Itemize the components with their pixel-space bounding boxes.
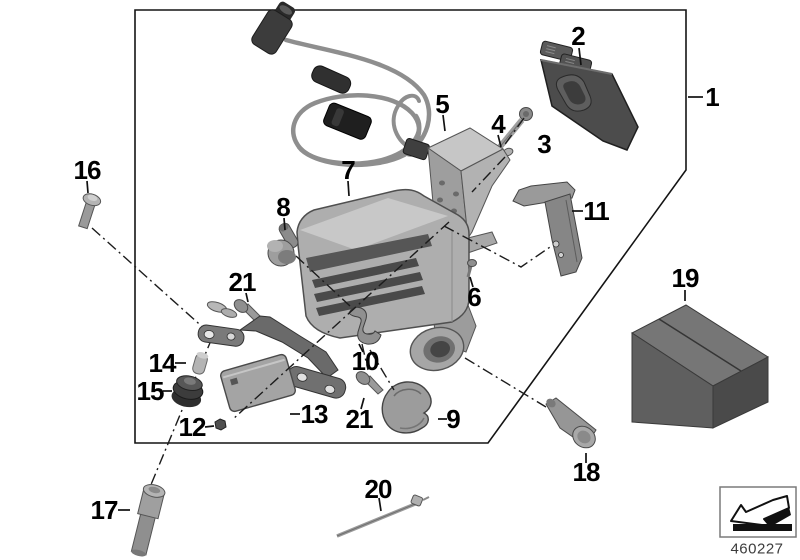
callout-12: 12 xyxy=(178,412,207,442)
callout-21-bottom: 21 xyxy=(345,404,374,434)
part-15-grommet xyxy=(171,375,204,408)
part-21-screw-bottom xyxy=(355,371,384,395)
callout-8: 8 xyxy=(276,192,291,222)
callout-5: 5 xyxy=(435,89,450,119)
callout-1: 1 xyxy=(705,82,720,112)
part-7-nav-prep-device xyxy=(296,188,477,372)
callout-2: 2 xyxy=(571,21,586,51)
cable-connector-large xyxy=(251,1,296,55)
callout-9: 9 xyxy=(446,404,461,434)
callout-18: 18 xyxy=(572,457,601,487)
callout-ticks xyxy=(86,47,703,512)
part-20-cable-tie xyxy=(336,494,430,538)
part-18-plug xyxy=(545,397,597,449)
part-19-kit-box xyxy=(631,304,769,429)
callout-16: 16 xyxy=(73,155,102,185)
part-17-sleeve xyxy=(130,484,166,557)
callout-4: 4 xyxy=(491,109,506,139)
callout-19: 19 xyxy=(671,263,700,293)
callout-7: 7 xyxy=(341,155,356,185)
part-2-cover-plate xyxy=(539,40,639,151)
part-8-latch xyxy=(267,222,299,267)
callout-3: 3 xyxy=(537,129,552,159)
part-3-bolt xyxy=(496,107,533,150)
frame-border xyxy=(134,9,687,444)
cable-connector-mid xyxy=(323,102,372,140)
callout-17: 17 xyxy=(90,495,119,525)
cable-connector-small xyxy=(311,65,352,94)
diagram-number: 460227 xyxy=(730,540,784,558)
callout-21-top: 21 xyxy=(228,267,257,297)
part-13-module xyxy=(220,353,296,413)
part-6-screw xyxy=(466,259,477,278)
change-arrow-icon xyxy=(730,495,792,531)
callout-13: 13 xyxy=(300,399,329,429)
callout-11: 11 xyxy=(583,196,609,226)
part-9-cover xyxy=(381,381,432,434)
callout-10: 10 xyxy=(351,346,380,376)
stamp-box xyxy=(719,486,797,538)
part-10-clip xyxy=(348,306,382,345)
leader-lines-over xyxy=(231,117,554,421)
mounting-bracket xyxy=(197,315,347,399)
cable-harness xyxy=(251,1,432,168)
callout-15: 15 xyxy=(136,376,165,406)
part-12-nut xyxy=(214,418,227,431)
callout-6: 6 xyxy=(467,282,482,312)
callout-14: 14 xyxy=(148,348,177,378)
part-16-screw xyxy=(78,193,102,230)
part-11-bracket xyxy=(512,181,583,277)
callout-20: 20 xyxy=(364,474,393,504)
part-14-spacer xyxy=(192,352,209,375)
